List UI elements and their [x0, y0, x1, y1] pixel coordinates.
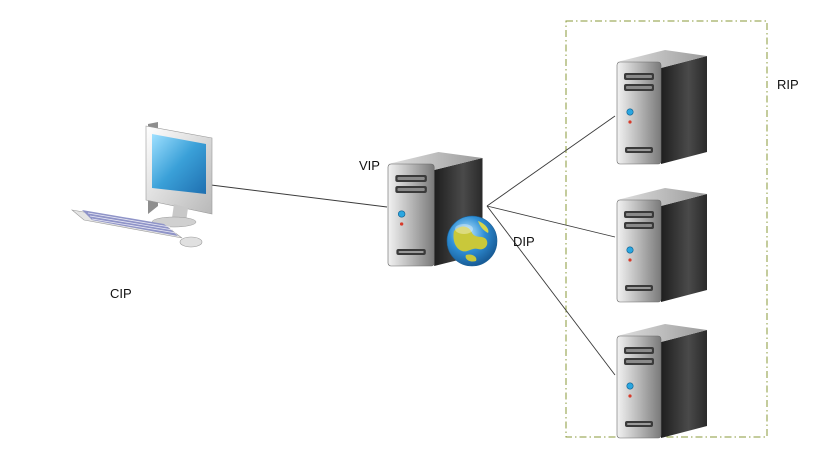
- real-server-group-boundary: [565, 20, 768, 438]
- connection-lines: [210, 115, 616, 376]
- link-director-to-real-server-1: [486, 115, 616, 207]
- desktop-computer-icon: [70, 122, 213, 248]
- real-server-3: [616, 323, 708, 439]
- director-server: [387, 151, 498, 267]
- link-client-to-director: [210, 184, 388, 208]
- server-tower-icon: [616, 49, 708, 165]
- label-cip: CIP: [110, 286, 132, 301]
- link-director-to-real-server-2: [486, 205, 616, 238]
- label-rip: RIP: [777, 77, 799, 92]
- globe-icon: [446, 215, 498, 267]
- link-director-to-real-server-3: [486, 205, 616, 376]
- real-server-2: [616, 187, 708, 303]
- server-tower-icon: [616, 187, 708, 303]
- label-dip: DIP: [513, 234, 535, 249]
- server-tower-icon: [616, 323, 708, 439]
- real-server-1: [616, 49, 708, 165]
- label-vip: VIP: [359, 158, 380, 173]
